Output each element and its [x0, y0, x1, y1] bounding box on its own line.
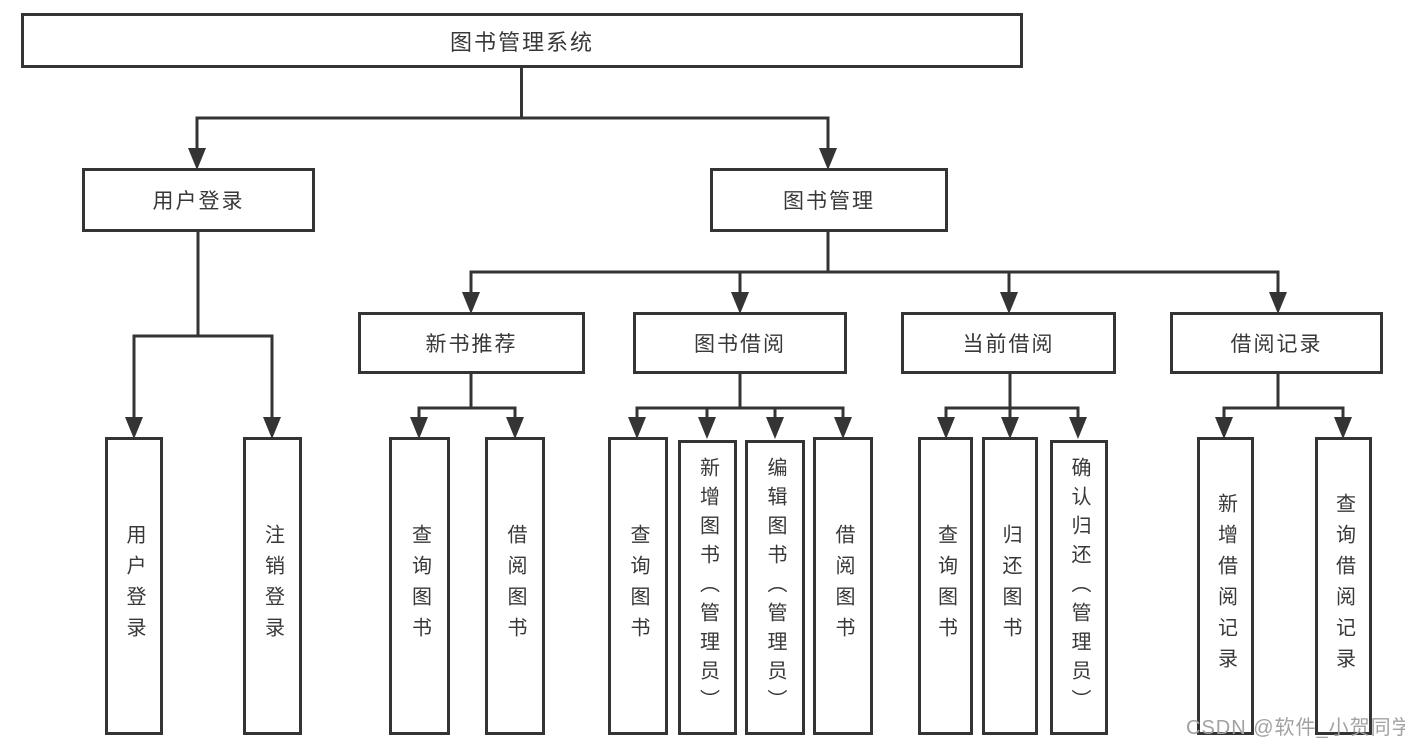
leaf-br-add-record: 新增借阅记录: [1197, 437, 1254, 735]
leaf-nbr-borrow-books: 借阅图书: [485, 437, 545, 735]
node-book-management: 图书管理: [710, 168, 948, 232]
leaf-logout: 注销登录: [243, 437, 302, 735]
watermark: CSDN @软件_小贺同学: [1186, 717, 1405, 739]
node-current-borrowing: 当前借阅: [901, 312, 1116, 374]
node-new-book-recommend: 新书推荐: [358, 312, 585, 374]
leaf-bb-borrow-books: 借阅图书: [813, 437, 873, 735]
node-root: 图书管理系统: [21, 13, 1023, 68]
node-user-login: 用户登录: [82, 168, 315, 232]
leaf-br-query-record: 查询借阅记录: [1315, 437, 1372, 735]
leaf-user-login: 用户登录: [105, 437, 163, 735]
leaf-cb-query-books: 查询图书: [918, 437, 973, 735]
node-borrowing-records: 借阅记录: [1170, 312, 1383, 374]
leaf-bb-edit-books-admin: 编辑图书（管理员）: [745, 440, 805, 735]
leaf-cb-return-books: 归还图书: [982, 437, 1038, 735]
leaf-cb-confirm-return-admin: 确认归还（管理员）: [1050, 440, 1108, 735]
node-book-borrowing: 图书借阅: [633, 312, 847, 374]
leaf-nbr-query-books: 查询图书: [389, 437, 450, 735]
leaf-bb-add-books-admin: 新增图书（管理员）: [678, 440, 737, 735]
leaf-bb-query-books: 查询图书: [608, 437, 668, 735]
